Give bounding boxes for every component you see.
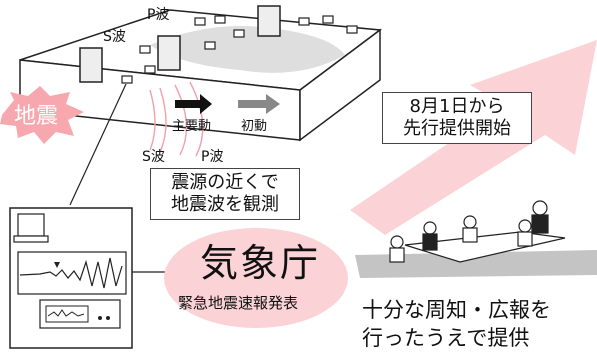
start-date-line-1: 8月1日から [409,96,505,117]
initial-motion-arrow [238,94,280,114]
main-motion-label: 主要動 [172,119,212,134]
observation-line-2: 地震波を観測 [171,194,279,215]
s-wave-label-top: S波 [103,29,126,45]
agency-name: 気象庁 [200,241,321,285]
wave-arcs [149,81,204,157]
building-icon [79,47,103,83]
meeting-platform [355,250,597,278]
agency-bubble [164,228,348,328]
leader-line [69,83,127,206]
caption-line-2: 行ったうえで提供 [362,326,530,350]
main-motion-arrow [175,94,212,114]
agency-subtitle: 緊急地震速報発表 [178,294,299,312]
building-icon [157,35,181,71]
observation-box: 震源の近くで 地震波を観測 [150,168,300,220]
start-date-line-2: 先行提供開始 [403,118,511,139]
p-wave-label-bottom: P波 [201,149,224,165]
observation-line-1: 震源の近くで [171,172,279,193]
seismograph-panel [9,207,133,349]
building-icon [257,5,281,37]
earthquake-burst [0,86,84,144]
initial-motion-label: 初動 [241,119,268,134]
station-icons [121,15,358,84]
meeting-illustration [389,200,566,263]
earthquake-label: 地震 [14,104,59,129]
start-date-box: 8月1日から 先行提供開始 [382,92,532,144]
caption-line-1: 十分な周知・広報を [362,298,551,322]
p-wave-label-top: P波 [147,7,170,23]
s-wave-label-bottom: S波 [142,149,165,165]
